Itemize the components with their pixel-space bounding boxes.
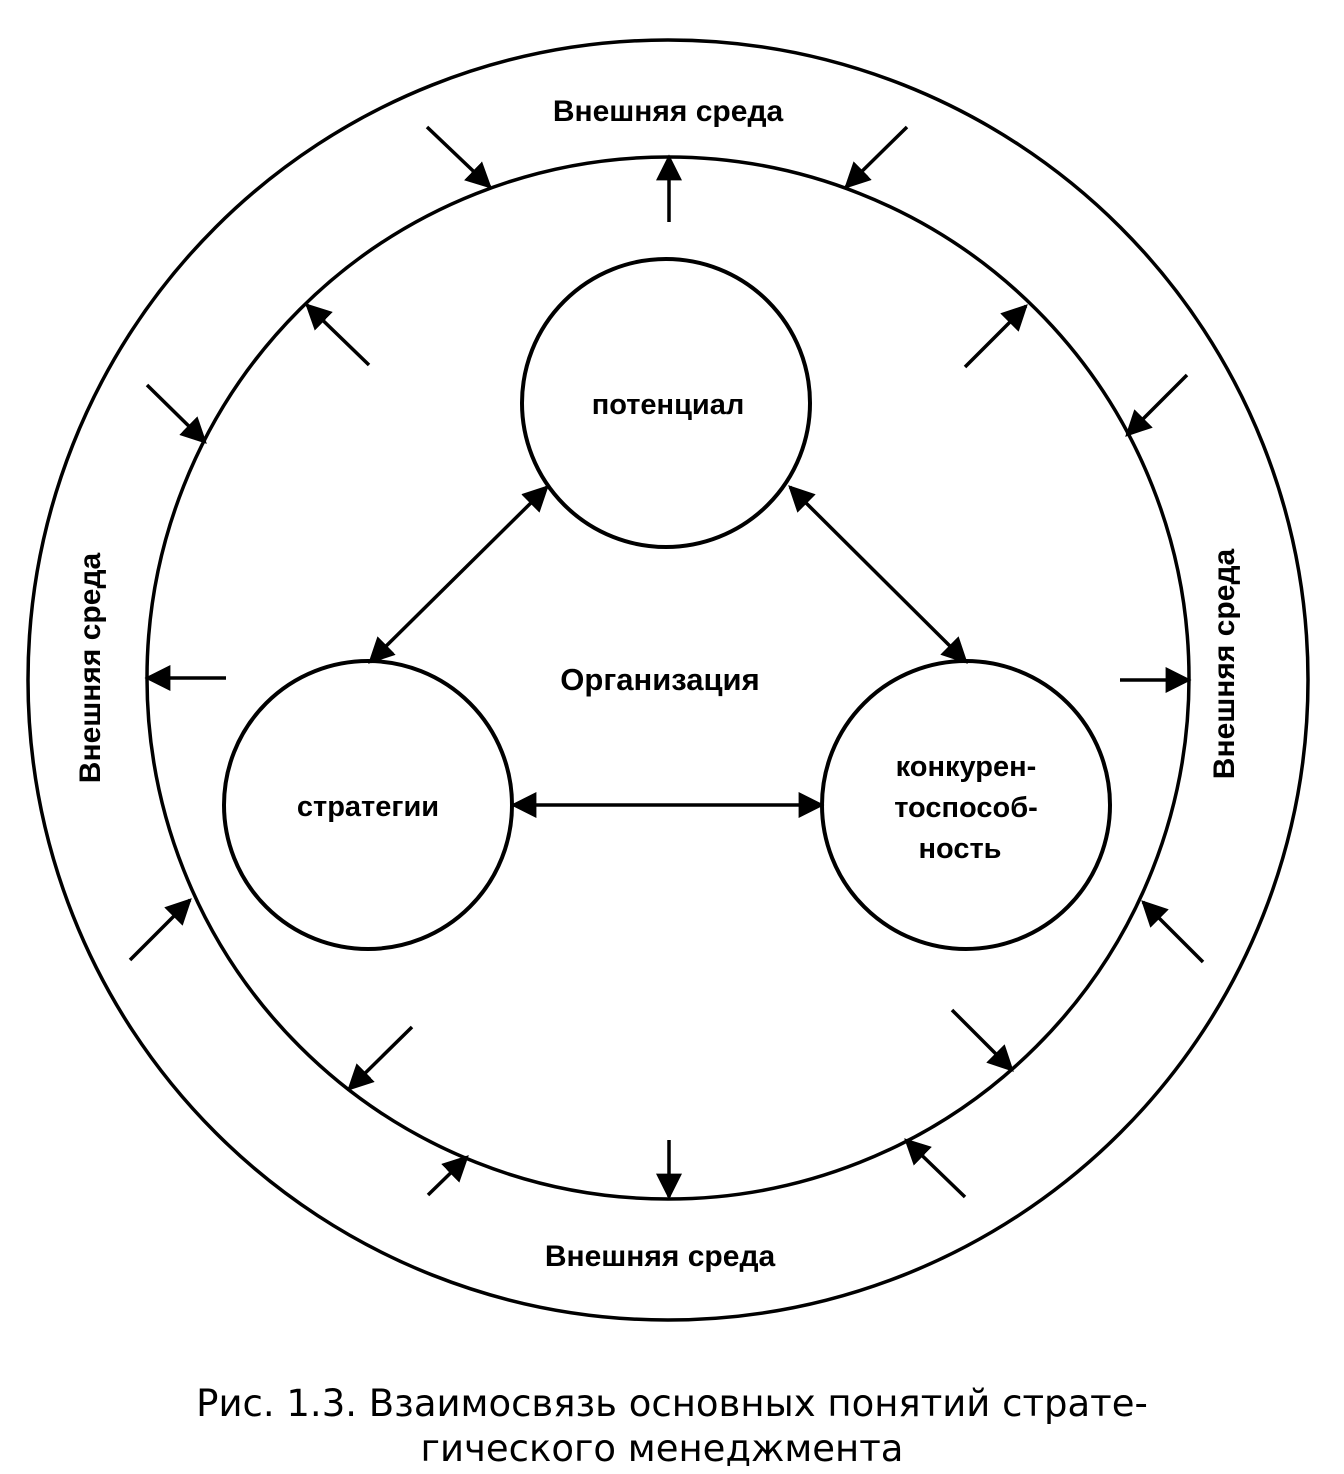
environment-label-bottom: Внешняя среда [545, 1240, 776, 1273]
environment-label-left: Внешняя среда [74, 553, 107, 784]
competitiveness-label-line3: ность [918, 833, 1001, 865]
competitiveness-label-line2: тоспособ- [894, 792, 1038, 824]
inward-arrow [426, 1155, 469, 1197]
inward-arrow [128, 898, 192, 962]
arrow-potential-strategies [368, 485, 549, 664]
outward-arrow [305, 303, 371, 367]
inward-arrow [844, 125, 909, 189]
inward-arrow [1141, 900, 1205, 964]
organization-influence-arrows [144, 154, 1192, 1200]
inward-arrow [145, 383, 207, 444]
outward-arrow [347, 1025, 414, 1091]
competitiveness-label-line1: конкурен- [896, 751, 1037, 783]
potential-node-circle [520, 257, 812, 549]
inward-arrow [1125, 373, 1189, 437]
environment-influence-arrows [128, 125, 1205, 1199]
strategies-label: стратегии [297, 791, 439, 823]
outward-arrow [950, 1008, 1014, 1072]
environment-label-top: Внешняя среда [553, 95, 784, 128]
external-environment-ring [26, 38, 1310, 1322]
organization-label: Организация [560, 662, 759, 697]
potential-label: потенциал [592, 389, 745, 421]
figure-caption-line2: гического менеджмента [421, 1427, 904, 1470]
inward-arrow [425, 125, 492, 189]
arrow-potential-competitiveness [788, 485, 968, 664]
figure-caption-line1: Рис. 1.3. Взаимосвязь основных понятий с… [196, 1382, 1148, 1425]
outward-arrow [963, 304, 1028, 369]
environment-label-right: Внешняя среда [1208, 549, 1241, 780]
inward-arrow [904, 1138, 967, 1199]
